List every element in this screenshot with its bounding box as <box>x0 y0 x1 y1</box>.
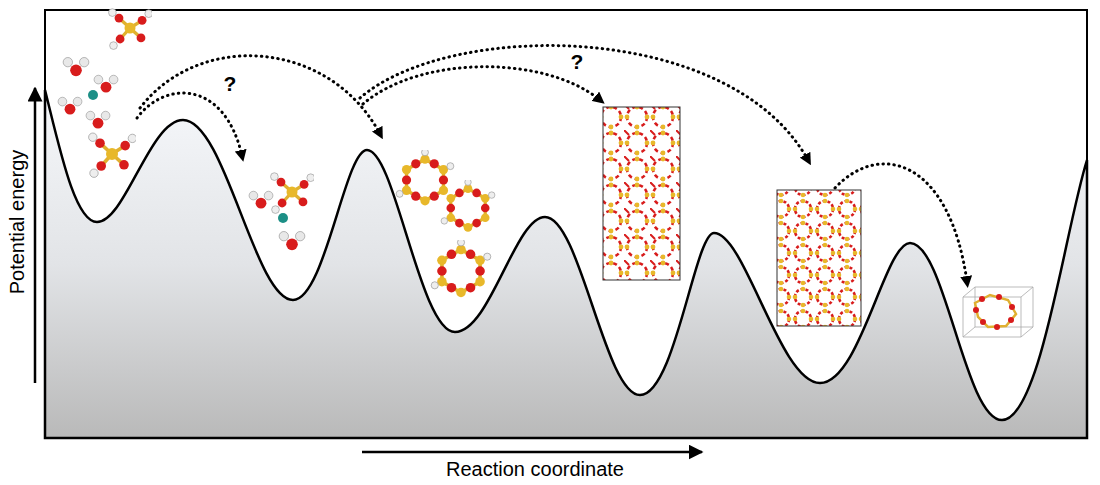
question-mark: ? <box>224 72 237 95</box>
ring-oligomers <box>396 149 495 297</box>
x-axis-arrow <box>362 451 702 454</box>
energy-curve <box>45 90 1087 438</box>
zeolite-crystal <box>603 107 680 280</box>
dense-crystal <box>777 190 861 326</box>
plot-frame <box>45 10 1087 438</box>
axis-title: Reaction coordinate <box>446 458 624 480</box>
y-axis-arrow <box>34 88 37 383</box>
axis-title: Potential energy <box>6 150 28 295</box>
ion-cluster <box>249 173 314 250</box>
solution-molecules <box>58 9 152 178</box>
question-mark: ? <box>571 50 584 73</box>
quartz-cell <box>963 287 1033 337</box>
